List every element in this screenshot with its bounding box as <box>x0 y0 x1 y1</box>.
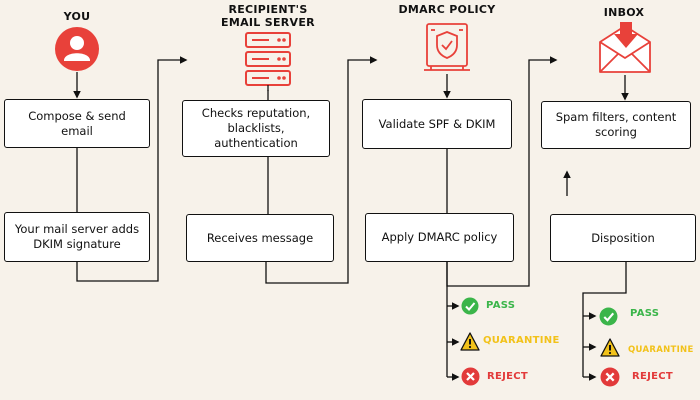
outcome-reject-label: REJECT <box>487 371 529 382</box>
outcome-pass-label: PASS <box>630 308 660 319</box>
quarantine-warning-icon <box>600 338 620 357</box>
outcome-quarantine-label: QUARANTINE <box>483 335 560 346</box>
title-recipient-line2: EMAIL SERVER <box>221 16 315 29</box>
envelope-icon <box>599 22 651 73</box>
shield-document-icon <box>424 23 470 71</box>
outcome-pass-label: PASS <box>486 300 516 311</box>
title-you: YOU <box>63 10 91 23</box>
box-receives-message: Receives message <box>186 214 334 262</box>
outcome-spine-col4 <box>582 262 627 377</box>
box-disposition: Disposition <box>550 214 696 262</box>
title-recipient-server: RECIPIENT'S EMAIL SERVER <box>208 3 328 29</box>
box-apply-dmarc: Apply DMARC policy <box>365 213 514 262</box>
arrow-col1-to-col2 <box>76 56 188 282</box>
pass-check-icon <box>599 307 618 326</box>
outcome-reject-label: REJECT <box>632 371 674 382</box>
arrow-col2-to-col3 <box>265 56 378 284</box>
box-checks-reputation: Checks reputation, blacklists, authentic… <box>182 100 330 157</box>
box-compose-send: Compose & send email <box>4 99 150 148</box>
title-inbox: INBOX <box>603 6 645 19</box>
box-spam-filters: Spam filters, content scoring <box>541 101 691 149</box>
reject-x-icon <box>600 367 620 387</box>
user-icon <box>55 27 99 71</box>
pass-check-icon <box>461 297 479 315</box>
box-validate-spf-dkim: Validate SPF & DKIM <box>362 99 512 149</box>
title-dmarc-policy: DMARC POLICY <box>398 3 496 16</box>
quarantine-warning-icon <box>460 332 480 351</box>
title-recipient-line1: RECIPIENT'S <box>228 3 308 16</box>
outcome-quarantine-label: QUARANTINE <box>628 345 694 355</box>
box-dkim-signature: Your mail server adds DKIM signature <box>4 212 150 262</box>
reject-x-icon <box>461 367 480 386</box>
server-icon <box>245 32 291 91</box>
